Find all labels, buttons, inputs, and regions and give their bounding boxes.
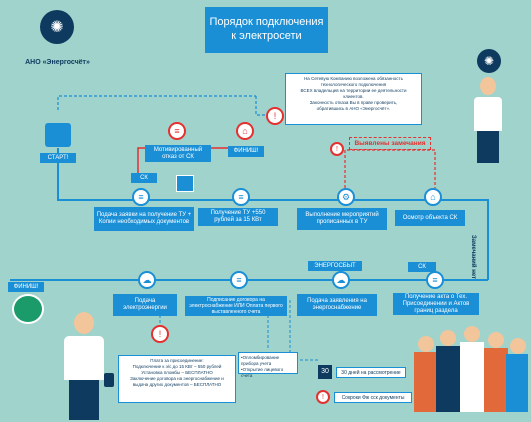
notice-box: На Сетевую Компанию возложена обязанност… [285,73,422,125]
energosbyt-tag: ЭНЕРГОСБЫТ [308,261,362,271]
meter-line-1: •Опломбирование прибора учета [241,355,280,366]
deadline-note: Сокроки Фж сск документы [334,392,412,403]
finish-top-label: ФИНИШ! [228,146,264,157]
work-document-icon: ⚙ [337,188,355,206]
lightbulb-icon: ✺ [477,49,501,73]
issues-loop [344,149,436,195]
meter-note: •Опломбирование прибора учета •Открытие … [238,352,298,378]
finish-left-label: ФИНИШ! [8,282,44,292]
title-line-1: Порядок подключения [209,16,324,28]
notice-line-6: обратившись в АНО «Энергосчёт». [316,106,391,111]
days-note: 30 дней на рассмотрение [336,367,406,378]
house-icon [12,294,44,324]
step-inspection: Осмотр объекта СК [395,210,465,226]
warning-icon: ! [316,390,330,404]
title-banner: Порядок подключения к электросети [205,7,328,53]
notice-line-1: На Сетевую Компанию возложена обязанност… [304,76,403,81]
finish-house-icon: ⌂ [236,122,254,140]
people-group [410,320,530,422]
calendar-icon [176,175,194,192]
payment-note: Плата за присоединение: Подключение к э/… [118,355,236,403]
notice-line-3: ВСЕХ владельцев на территории ее деятель… [300,88,407,93]
house-icon [45,123,71,147]
no-issues-label: Замечаний нет [470,235,476,280]
step-perform-measures: Выполнение мероприятий прописанных в ТУ [297,208,387,230]
power-icon: ☁ [138,271,156,289]
inspection-icon: ⌂ [424,188,442,206]
step-receive-tu: Получение ТУ +550 рублей за 15 КВт [198,208,278,226]
application-document-icon: ☁ [332,271,350,289]
person-figure [471,77,505,167]
payment-line-4: Заключение договора на энергоснабжение и [130,376,224,381]
person-figure [62,312,106,422]
step-energy-application: Подача заявления на энергоснабжение [297,294,377,316]
lightbulb-icon: ✺ [40,10,74,44]
right-flow-line [480,199,489,280]
step-power-supply: Подача электроэнергии [113,294,177,316]
start-label: СТАРТ! [40,153,76,163]
payment-line-3: Установка пломбы – БЕСПЛАТНО [141,370,213,375]
notice-line-4: клиентов. [343,94,364,99]
dashed-notice-line [57,95,256,110]
refusal-label: Мотивированный отказ от СК [145,145,211,162]
title-line-2: к электросети [231,30,302,42]
payment-line-2: Подключение к э/с до 15 КВт – 550 рублей [132,364,222,369]
step-receive-act: Получение акта о Тех. Присоединении и Ак… [393,293,479,315]
payment-line-1: Плата за присоединение: [150,358,204,363]
warning-icon: ! [151,325,169,343]
step-submit-application: Подача заявки на получение ТУ + Копии не… [94,207,194,231]
tu-document-icon: ≡ [232,188,250,206]
refusal-document-icon: ≡ [168,122,186,140]
contract-document-icon: ≡ [230,271,248,289]
application-document-icon: ≡ [132,188,150,206]
company-name: АНО «Энергосчёт» [25,59,90,66]
step-sign-contract: Подписание договора на электроснабжение … [185,296,287,316]
issues-label: Выявлены замечания [349,137,431,150]
calendar-icon: 30 [318,365,332,379]
warning-icon: ! [266,107,284,125]
top-flow-line [57,148,480,201]
payment-line-5: выдача других документов – БЕСПЛАТНО [132,382,222,387]
sk-tag-1: СК [131,173,157,183]
meter-line-2: •Открытие лицевого счета [241,367,284,378]
warning-icon: ! [330,142,344,156]
briefcase-icon [104,373,114,387]
sk-tag-2: СК [408,262,436,272]
act-document-icon: ≡ [426,271,444,289]
notice-line-2: технологического подключения [320,82,387,87]
notice-line-5: Законность отказа Вы в праве проверить, [309,100,398,105]
